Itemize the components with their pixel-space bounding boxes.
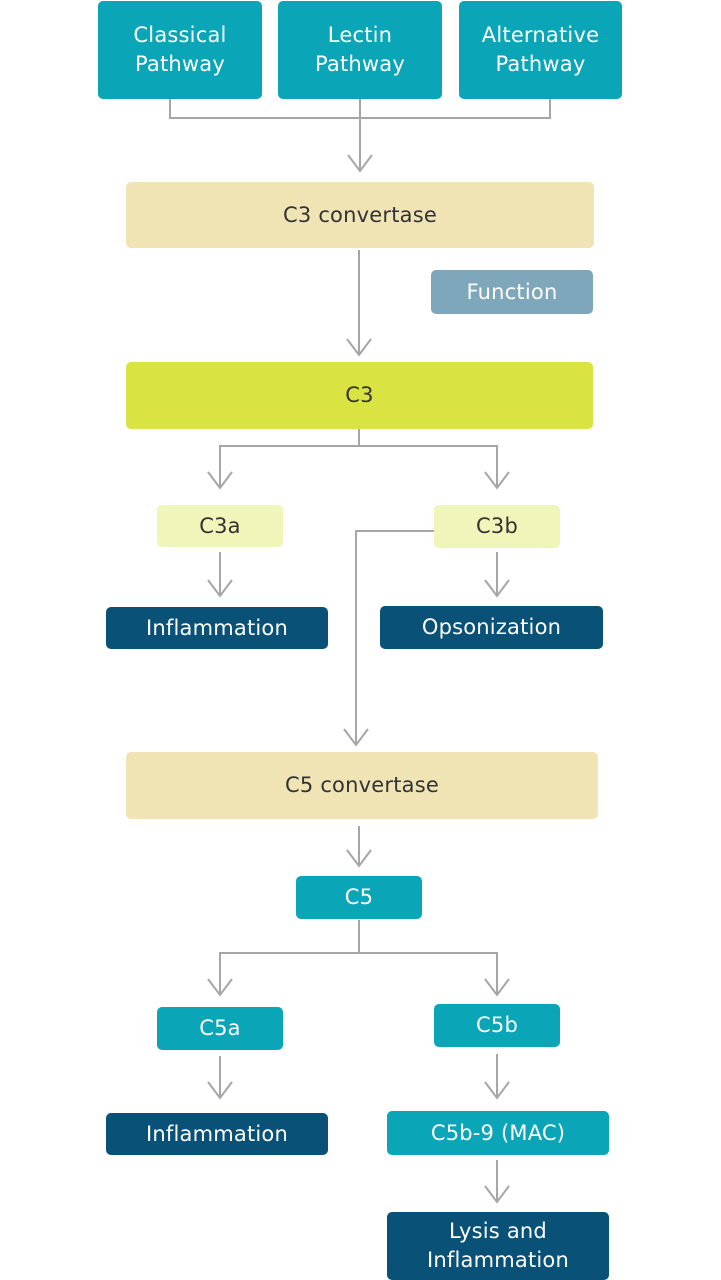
mac-label: C5b-9 (MAC) — [430, 1120, 566, 1145]
mac-box: C5b-9 (MAC) — [387, 1111, 609, 1155]
classical-pathway-box: Classical Pathway — [98, 1, 262, 99]
arrowhead-c5 — [346, 849, 372, 868]
c5a-label: C5a — [199, 1016, 241, 1040]
c3-to-c3b-line — [359, 445, 498, 488]
arrowhead-lysis — [484, 1185, 510, 1204]
c3-box: C3 — [126, 362, 593, 429]
arrowhead-inflammation-2 — [207, 1081, 233, 1100]
c3b-box: C3b — [434, 505, 560, 548]
arrowhead-opsonization — [484, 579, 510, 598]
c5a-box: C5a — [157, 1007, 283, 1050]
lysis-inflammation-box: Lysis and Inflammation — [387, 1212, 609, 1280]
inflammation-box-1: Inflammation — [106, 607, 328, 649]
c5-label: C5 — [344, 885, 374, 909]
c3a-box: C3a — [157, 505, 283, 547]
classical-pathway-label: Classical Pathway — [133, 23, 227, 76]
function-legend-label: Function — [466, 279, 558, 304]
arrowhead-c5conv — [343, 728, 369, 747]
c5-convertase-label: C5 convertase — [285, 773, 439, 797]
c5-to-c5a-line — [219, 920, 360, 995]
alternative-pathway-box: Alternative Pathway — [459, 1, 622, 99]
arrowhead-c5b — [484, 978, 510, 997]
inflammation-label-1: Inflammation — [145, 615, 288, 640]
lectin-pathway-label: Lectin Pathway — [314, 23, 405, 76]
c5-box: C5 — [296, 876, 422, 919]
c3-label: C3 — [345, 383, 374, 407]
opsonization-label: Opsonization — [421, 615, 562, 639]
function-legend-box: Function — [431, 270, 593, 314]
c3-to-c3a-line — [219, 429, 360, 488]
c3b-to-c5conv-line — [355, 530, 434, 745]
arrowhead-c3 — [346, 338, 372, 357]
c3-convertase-box: C3 convertase — [126, 182, 594, 248]
c3-convertase-label: C3 convertase — [283, 202, 437, 227]
c3a-label: C3a — [199, 513, 241, 538]
arrowhead-c5a — [207, 978, 233, 997]
arrowhead-mac — [484, 1081, 510, 1100]
inflammation-label-2: Inflammation — [145, 1121, 288, 1146]
alternative-pathway-label: Alternative Pathway — [481, 23, 600, 76]
arrowhead-c3a — [207, 471, 233, 490]
c5-convertase-box: C5 convertase — [126, 752, 598, 819]
inflammation-box-2: Inflammation — [106, 1113, 328, 1155]
c5b-box: C5b — [434, 1004, 560, 1047]
opsonization-box: Opsonization — [380, 606, 603, 649]
c5-to-c5b-line — [359, 952, 498, 995]
arrowhead-c3b — [484, 471, 510, 490]
arrowhead-c3conv — [347, 154, 373, 173]
lysis-inflammation-label: Lysis and Inflammation — [426, 1219, 569, 1272]
lectin-pathway-box: Lectin Pathway — [278, 1, 442, 99]
c5b-label: C5b — [476, 1013, 518, 1037]
c3b-label: C3b — [476, 514, 518, 538]
arrowhead-inflammation-1 — [207, 579, 233, 598]
